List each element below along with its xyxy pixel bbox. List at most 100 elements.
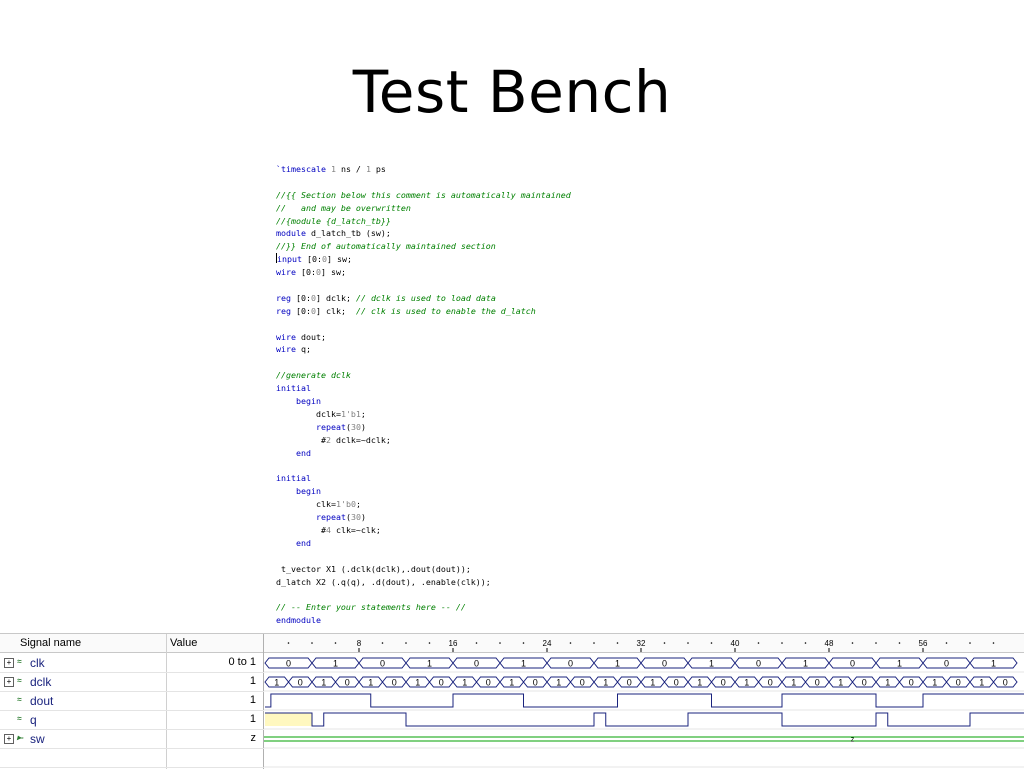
code-token: 0 — [315, 267, 321, 278]
signal-row-dclk[interactable]: +≈ dclk 1 — [0, 672, 264, 692]
code-token: wire — [276, 267, 296, 278]
code-token — [276, 422, 316, 432]
code-line: endmodule — [276, 614, 736, 627]
code-token: d_latch X2 (.q(q), .d(dout), .enable(clk… — [276, 576, 491, 587]
code-line — [276, 588, 736, 601]
bus-value-label: 1 — [462, 678, 467, 688]
ruler-dot — [710, 642, 713, 644]
expand-icon[interactable]: + — [4, 658, 14, 668]
value-header[interactable]: Value — [170, 637, 198, 649]
code-token: // and may be overwritten — [276, 202, 411, 213]
expand-icon[interactable]: + — [4, 734, 14, 744]
code-token: t_vector X1 (.dclk(dclk),.dout(dout)); — [276, 563, 471, 574]
code-line: input [0:0] sw; — [276, 253, 736, 266]
bus-value-label: 0 — [474, 659, 479, 669]
signal-name-header[interactable]: Signal name — [20, 637, 82, 649]
signal-value: 0 to 1 — [228, 656, 256, 668]
code-token: dclk=~dclk; — [330, 434, 391, 445]
code-token: # — [276, 434, 326, 445]
code-token: //generate dclk — [276, 370, 351, 381]
code-token: repeat — [315, 512, 346, 523]
code-line: clk=1'b0; — [276, 498, 736, 511]
code-line: //{{ Section below this comment is autom… — [276, 189, 736, 202]
bus-value-label: 1 — [709, 659, 714, 669]
code-line: `timescale 1 ns / 1 ps — [276, 163, 736, 176]
bus-value-label: 0 — [662, 659, 667, 669]
code-token: wire — [276, 331, 296, 342]
bus-value-label: 0 — [862, 678, 867, 688]
bus-value-label: 0 — [815, 678, 820, 688]
ruler-dot — [687, 642, 689, 644]
signal-value: 1 — [249, 694, 256, 706]
code-token: // -- Enter your statements here -- // — [276, 602, 466, 613]
signal-name: dclk — [30, 675, 52, 689]
ruler-tick-label: 40 — [731, 639, 740, 648]
code-line — [276, 550, 736, 563]
slide-title: Test Bench — [352, 58, 672, 126]
code-line — [276, 459, 736, 472]
code-token: ] sw; — [320, 267, 346, 278]
expand-icon[interactable]: + — [4, 677, 14, 687]
bus-value-label: 0 — [286, 659, 291, 669]
code-line: begin — [276, 395, 736, 408]
code-token: 1'b0 — [335, 499, 356, 510]
signal-name: dout — [30, 694, 54, 708]
wire-icon: ≈ — [17, 657, 22, 666]
bus-value-label: 0 — [674, 678, 679, 688]
ruler-tick-label: 48 — [825, 639, 834, 648]
code-token: end — [276, 537, 311, 548]
bus-value-label: 1 — [791, 678, 796, 688]
ruler-dot — [499, 642, 501, 644]
signal-name: q — [30, 713, 37, 727]
bus-value-label: 1 — [803, 659, 808, 669]
code-line: //generate dclk — [276, 369, 736, 382]
signal-value: 1 — [249, 675, 256, 687]
ruler-dot — [804, 642, 807, 644]
code-token: q; — [295, 344, 311, 355]
code-token: //}} End of automatically maintained sec… — [276, 241, 496, 252]
code-token: [0: — [291, 305, 311, 316]
bus-segment — [992, 676, 1018, 688]
code-token: 2 — [325, 434, 331, 445]
ruler-dot — [969, 642, 971, 644]
code-token: ( — [345, 421, 351, 432]
code-line — [276, 279, 736, 292]
wire-icon: ≈ — [17, 676, 22, 685]
code-token: ] sw; — [326, 254, 352, 265]
bus-value-label: 0 — [909, 678, 914, 688]
bus-value-label: 0 — [345, 678, 350, 688]
code-token: repeat — [315, 421, 346, 432]
code-token: module — [276, 228, 306, 239]
ruler-dot — [992, 642, 995, 644]
code-token: 0 — [310, 292, 316, 303]
code-token: [0: — [291, 292, 311, 303]
waveform-header: Signal name Value — [0, 634, 1024, 653]
code-token: ) — [360, 512, 366, 523]
code-token: `timescale — [276, 164, 331, 174]
code-token: dclk= — [276, 408, 341, 419]
ruler-dot — [593, 642, 595, 644]
code-line — [276, 318, 736, 331]
ruler-dot — [475, 642, 478, 644]
bus-value-label: 1 — [556, 678, 561, 688]
code-listing: `timescale 1 ns / 1 ps //{{ Section below… — [276, 163, 736, 627]
bus-value-label: 1 — [838, 678, 843, 688]
bus-segment — [969, 657, 1018, 669]
ruler-dot — [522, 642, 525, 644]
column-divider[interactable] — [166, 634, 167, 769]
column-divider[interactable] — [263, 634, 264, 769]
code-line: begin — [276, 485, 736, 498]
code-token: 1'b1 — [340, 408, 361, 419]
bus-value-label: 0 — [721, 678, 726, 688]
code-token: clk= — [276, 499, 336, 510]
code-token: initial — [276, 473, 311, 484]
ruler-dot — [945, 642, 948, 644]
code-token: clk=~clk; — [330, 524, 381, 535]
code-token: ns / — [335, 164, 366, 174]
bus-value-label: 0 — [392, 678, 397, 688]
